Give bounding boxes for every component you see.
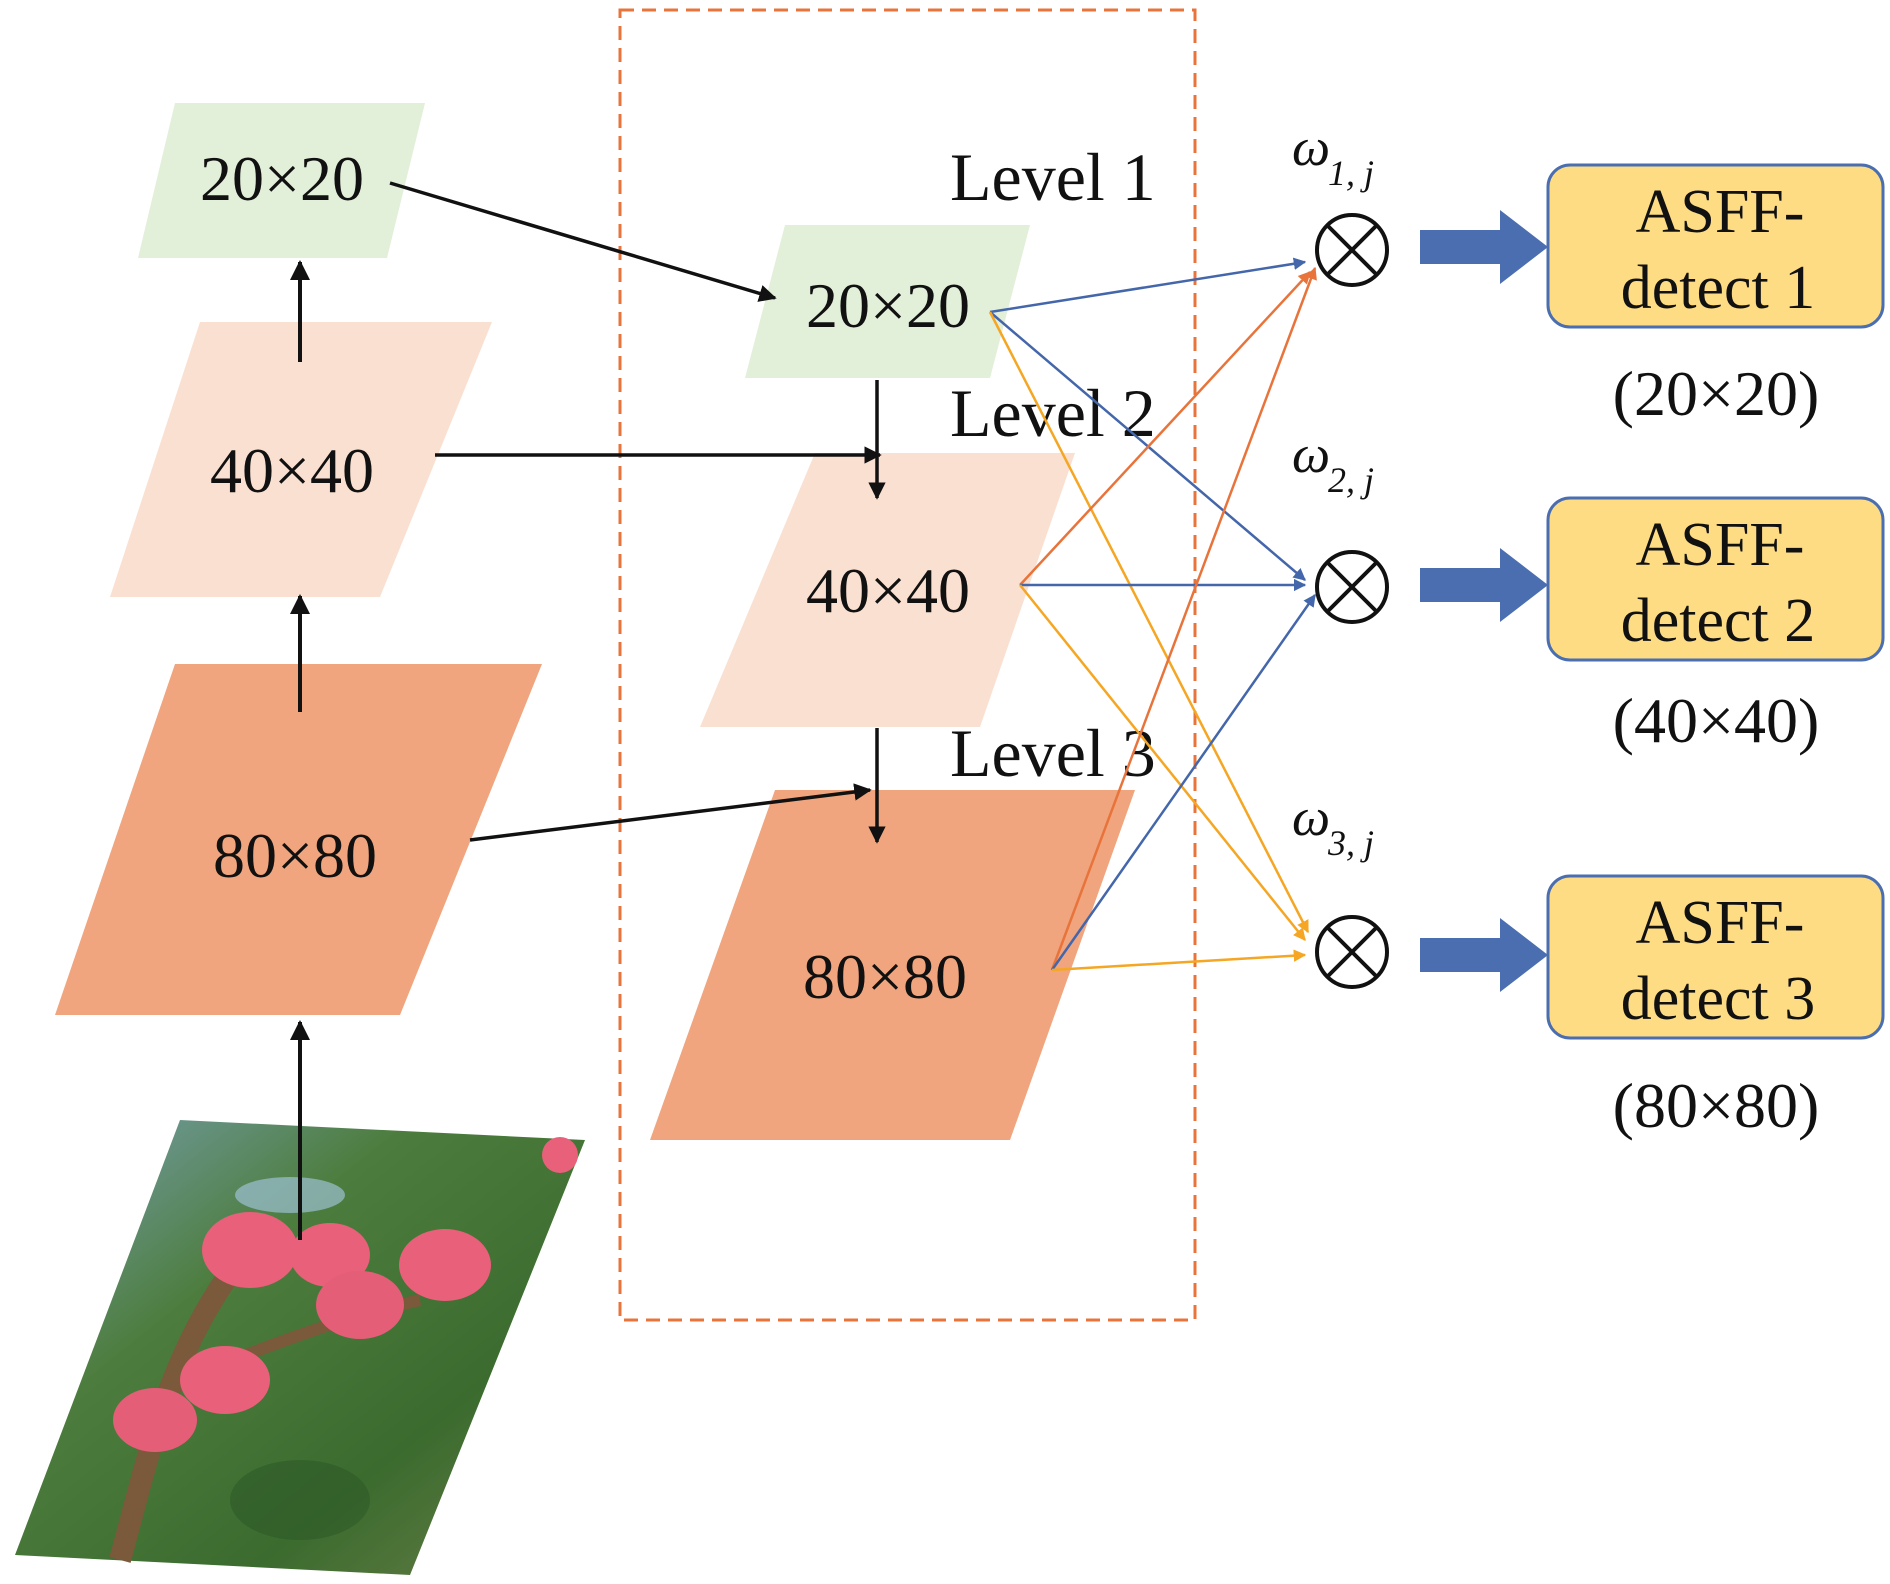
line-level3-to-w2 xyxy=(1050,593,1317,971)
backbone-feature-40x40 xyxy=(110,322,492,597)
asff-detect-2-box: ASFF- detect 2 xyxy=(1546,496,1885,662)
input-image-apple-tree xyxy=(15,1120,585,1575)
arrow-backbone80-to-level3 xyxy=(469,783,872,842)
svg-text:2, j: 2, j xyxy=(1328,460,1374,500)
weight-label-3: ω 3, j xyxy=(1292,787,1374,863)
asff-detect-2-size: (40×40) xyxy=(1613,685,1820,756)
backbone-feature-80x80 xyxy=(55,664,542,1015)
line-level3-to-w1 xyxy=(1050,266,1317,971)
output-arrow-2 xyxy=(1420,548,1548,622)
backbone-label-40x40: 40×40 xyxy=(210,435,374,506)
arrow-backbone20-to-level1 xyxy=(389,181,777,302)
fusion-region-dashed-box xyxy=(618,8,1197,1322)
svg-text:1, j: 1, j xyxy=(1328,153,1374,193)
svg-text:detect 1: detect 1 xyxy=(1621,254,1816,322)
multiply-node-1 xyxy=(1315,213,1389,287)
line-level2-to-w3 xyxy=(1019,584,1306,941)
weight-label-2: ω 2, j xyxy=(1292,424,1374,500)
svg-text:ASFF-: ASFF- xyxy=(1636,178,1805,246)
level2-feature-40x40 xyxy=(700,453,1075,727)
svg-text:detect 2: detect 2 xyxy=(1621,587,1816,655)
svg-text:ω: ω xyxy=(1292,424,1330,484)
svg-text:ω: ω xyxy=(1292,787,1330,847)
line-level2-to-w1 xyxy=(1019,271,1311,586)
svg-text:ω: ω xyxy=(1292,117,1330,177)
backbone-label-20x20: 20×20 xyxy=(200,143,364,214)
asff-detect-1-size: (20×20) xyxy=(1613,358,1820,429)
asff-detect-3-size: (80×80) xyxy=(1613,1070,1820,1141)
multiply-node-2 xyxy=(1315,550,1389,624)
line-level1-to-w1 xyxy=(989,257,1307,314)
svg-text:ASFF-: ASFF- xyxy=(1636,511,1805,579)
level3-size-label: 80×80 xyxy=(803,941,967,1012)
level2-size-label: 40×40 xyxy=(806,555,970,626)
level3-label: Level 3 xyxy=(950,715,1156,791)
level3-feature-80x80 xyxy=(650,790,1135,1140)
level1-label: Level 1 xyxy=(950,139,1156,215)
weight-label-1: ω 1, j xyxy=(1292,117,1374,193)
backbone-feature-20x20 xyxy=(138,103,425,258)
asff-detect-3-box: ASFF- detect 3 xyxy=(1546,874,1885,1040)
level1-feature-20x20 xyxy=(745,225,1030,378)
svg-text:ASFF-: ASFF- xyxy=(1636,889,1805,957)
level2-label: Level 2 xyxy=(950,375,1156,451)
output-arrow-1 xyxy=(1420,210,1548,284)
line-level3-to-w3 xyxy=(1051,949,1307,972)
svg-text:detect 3: detect 3 xyxy=(1621,965,1816,1033)
svg-text:3, j: 3, j xyxy=(1327,823,1374,863)
backbone-label-80x80: 80×80 xyxy=(213,820,377,891)
output-arrow-3 xyxy=(1420,918,1548,992)
asff-detect-1-box: ASFF- detect 1 xyxy=(1546,163,1885,329)
line-level1-to-w3 xyxy=(988,311,1310,934)
multiply-node-3 xyxy=(1315,915,1389,989)
level1-size-label: 20×20 xyxy=(806,270,970,341)
